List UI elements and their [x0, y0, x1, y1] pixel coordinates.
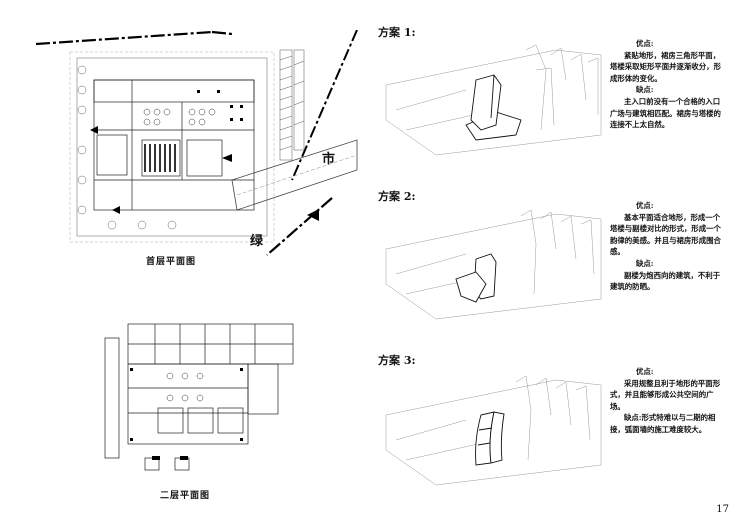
scheme-2-notes: 优点: 基本平面适合地形，形成一个塔楼与副楼对比的形式，形成一个韵律的美感。并且… — [610, 200, 724, 293]
map-label-green: 绿 — [250, 234, 264, 249]
scheme-3-cons-line: 缺点:形式特难以与二期的相接，弧面墙的施工难度较大。 — [610, 412, 724, 435]
scheme-1-notes: 优点: 紧贴地形，裙房三角形平面，塔楼采取矩形平面并逐渐收分，形成形体的变化。 … — [610, 38, 724, 131]
scheme-2-cons: 副楼为炮西向的建筑，不利于建筑的防晒。 — [610, 270, 721, 292]
ground-floor-plan: 市 绿 — [32, 29, 362, 262]
scheme-1-title: 方案 1: — [378, 26, 416, 39]
page-number: 17 — [716, 504, 729, 515]
second-floor-plan-drawing — [104, 323, 294, 471]
scheme-2-cons-label: 缺点: — [636, 258, 654, 268]
scheme-3-notes: 优点: 采用规整且利于地形的平面形式，并且能够形成公共空间的广场。 缺点:形式特… — [610, 366, 724, 436]
scheme-1-cons-label: 缺点: — [636, 85, 654, 95]
scheme-3-pros: 采用规整且利于地形的平面形式，并且能够形成公共空间的广场。 — [610, 378, 721, 411]
map-label-city: 市 — [322, 152, 336, 167]
scheme-1-massing-render — [385, 44, 602, 156]
scheme-3-massing-render — [385, 375, 602, 486]
ground-floor-plan-drawing — [35, 29, 358, 256]
scheme-3-cons: 形式特难以与二期的相接，弧面墙的施工难度较大。 — [610, 413, 716, 434]
ground-floor-caption: 首层平面图 — [146, 257, 197, 267]
second-floor-caption: 二层平面图 — [160, 491, 211, 501]
scheme-1-pros: 紧贴地形，裙房三角形平面，塔楼采取矩形平面并逐渐收分，形成形体的变化。 — [610, 50, 721, 83]
scheme-3-title: 方案 3: — [378, 354, 416, 367]
scheme-2-pros: 基本平面适合地形，形成一个塔楼与副楼对比的形式，形成一个韵律的美感。并且与裙房形… — [610, 212, 721, 257]
scheme-3-pros-label: 优点: — [636, 367, 654, 376]
scheme-1-cons: 主入口前没有一个合格的入口广场与建筑相匹配。裙房与塔楼的连接不上太自然。 — [610, 96, 721, 130]
scheme-2-title: 方案 2: — [378, 190, 416, 203]
scheme-2-pros-label: 优点: — [636, 201, 654, 210]
scheme-2-massing-render — [385, 209, 602, 320]
scheme-1-pros-label: 优点: — [636, 39, 654, 48]
scheme-3-cons-label: 缺点: — [624, 413, 642, 423]
second-floor-plan — [100, 318, 300, 478]
